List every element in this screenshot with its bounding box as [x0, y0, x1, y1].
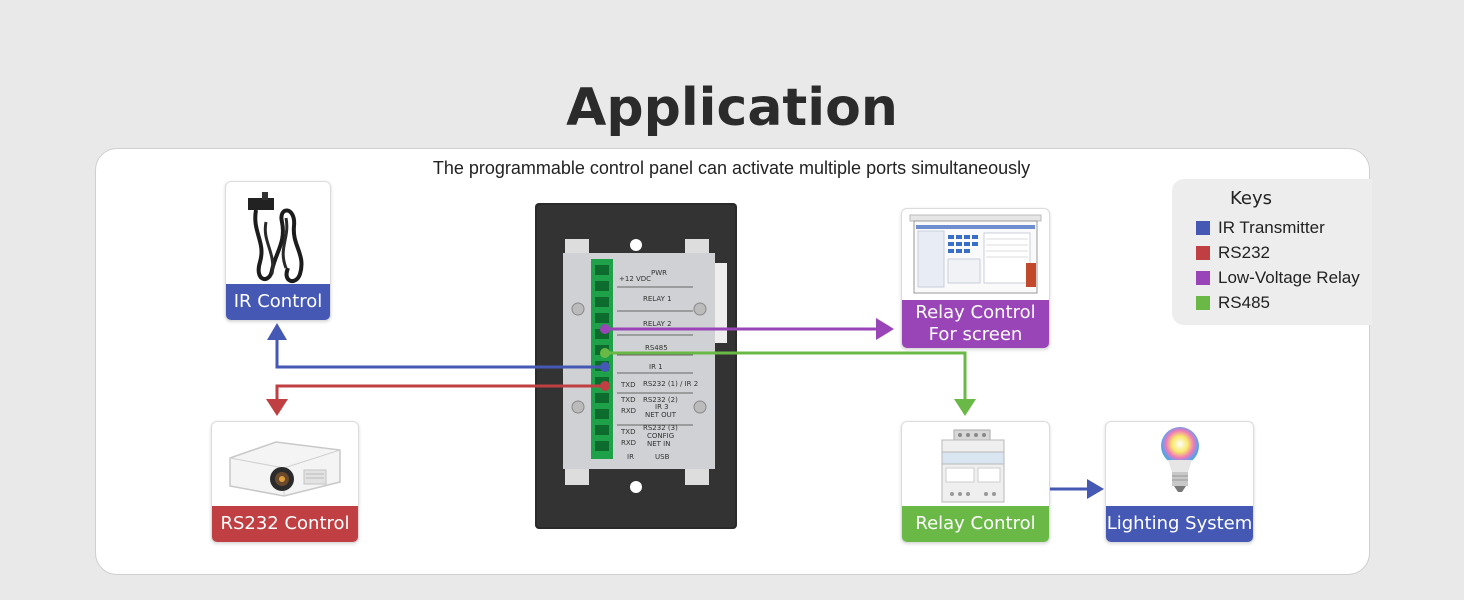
key-ir: IR Transmitter — [1196, 218, 1325, 238]
key-relay-swatch — [1196, 271, 1210, 285]
key-rs232-swatch — [1196, 246, 1210, 260]
ir-control-label: IR Control — [226, 284, 330, 320]
projector-image — [229, 441, 341, 497]
panel-label-config: CONFIG — [647, 432, 674, 440]
ir-cable-image — [248, 192, 304, 284]
relay-module-image — [941, 429, 1005, 503]
rs485-wire — [605, 351, 967, 400]
screen-image — [909, 214, 1042, 294]
key-relay: Low-Voltage Relay — [1196, 268, 1360, 288]
ir-port-dot — [600, 362, 610, 372]
panel-label-relay2: RELAY 2 — [643, 320, 672, 328]
ir-arrowhead — [267, 323, 287, 340]
panel-label-rs485: RS485 — [645, 344, 668, 352]
panel-label-txd-1: TXD — [620, 381, 635, 389]
panel-label-net-out: NET OUT — [645, 411, 677, 419]
panel-label-rxd-2: RXD — [621, 407, 636, 415]
relay-control-label: Relay Control — [902, 506, 1049, 542]
panel-label-rs232-2: RS232 (2) — [643, 396, 678, 404]
panel-label-txd-2: TXD — [620, 396, 635, 404]
relay-port-dot — [600, 324, 610, 334]
key-ir-swatch — [1196, 221, 1210, 235]
keys-title: Keys — [1230, 188, 1273, 209]
lighting-system-label: Lighting System — [1106, 506, 1253, 542]
relay-screen-card: Relay Control For screen — [901, 208, 1050, 349]
panel-label-rs232-1: RS232 (1) / IR 2 — [643, 380, 698, 388]
panel-label-txd-3: TXD — [620, 428, 635, 436]
key-rs485: RS485 — [1196, 293, 1270, 313]
panel-label-ir3: IR 3 — [655, 403, 669, 411]
key-rs232-label: RS232 — [1218, 243, 1270, 262]
keys-legend: Keys IR Transmitter RS232 Low-Voltage Re… — [1172, 179, 1372, 325]
panel-label-rxd-3: RXD — [621, 439, 636, 447]
rs485-port-dot — [600, 348, 610, 358]
page-title: Application — [566, 78, 898, 138]
panel-label-usb-port: USB — [655, 453, 670, 461]
key-rs232: RS232 — [1196, 243, 1270, 263]
panel-label-pwr: PWR — [651, 269, 667, 277]
key-rs485-swatch — [1196, 296, 1210, 310]
key-relay-label: Low-Voltage Relay — [1218, 268, 1360, 287]
ir-wire — [275, 340, 605, 369]
relay-screen-label-line1: Relay Control — [915, 302, 1036, 323]
relay-screen-label: Relay Control For screen — [902, 300, 1049, 348]
rs485-arrowhead — [954, 399, 976, 416]
panel-label-ir-port: IR — [627, 453, 634, 461]
relay-screen-label-line2: For screen — [928, 324, 1023, 345]
panel-label-vdc: +12 VDC — [619, 275, 651, 283]
control-panel-device: PWR +12 VDC RELAY 1 RELAY 2 RS485 IR 1 T… — [535, 203, 737, 529]
relay-to-lighting-arrowhead — [1087, 479, 1104, 499]
panel-label-net-in: NET IN — [647, 440, 670, 448]
relay-arrowhead — [876, 318, 894, 340]
key-ir-label: IR Transmitter — [1218, 218, 1325, 237]
diagram-subtitle: The programmable control panel can activ… — [432, 158, 1031, 178]
rs232-wire — [275, 384, 605, 400]
rs232-control-card: RS232 Control — [211, 421, 359, 543]
ir-control-card: IR Control — [225, 181, 331, 321]
relay-control-card: Relay Control — [901, 421, 1050, 543]
panel-label-ir1: IR 1 — [649, 363, 663, 371]
rs232-port-dot — [600, 381, 610, 391]
panel-label-relay1: RELAY 1 — [643, 295, 672, 303]
lighting-system-card: Lighting System — [1105, 421, 1254, 543]
panel-label-rs232-3: RS232 (3) — [643, 424, 678, 432]
rs232-control-label: RS232 Control — [212, 506, 358, 542]
rs232-arrowhead — [266, 399, 288, 416]
bulb-image — [1161, 427, 1199, 492]
key-rs485-label: RS485 — [1218, 293, 1270, 312]
